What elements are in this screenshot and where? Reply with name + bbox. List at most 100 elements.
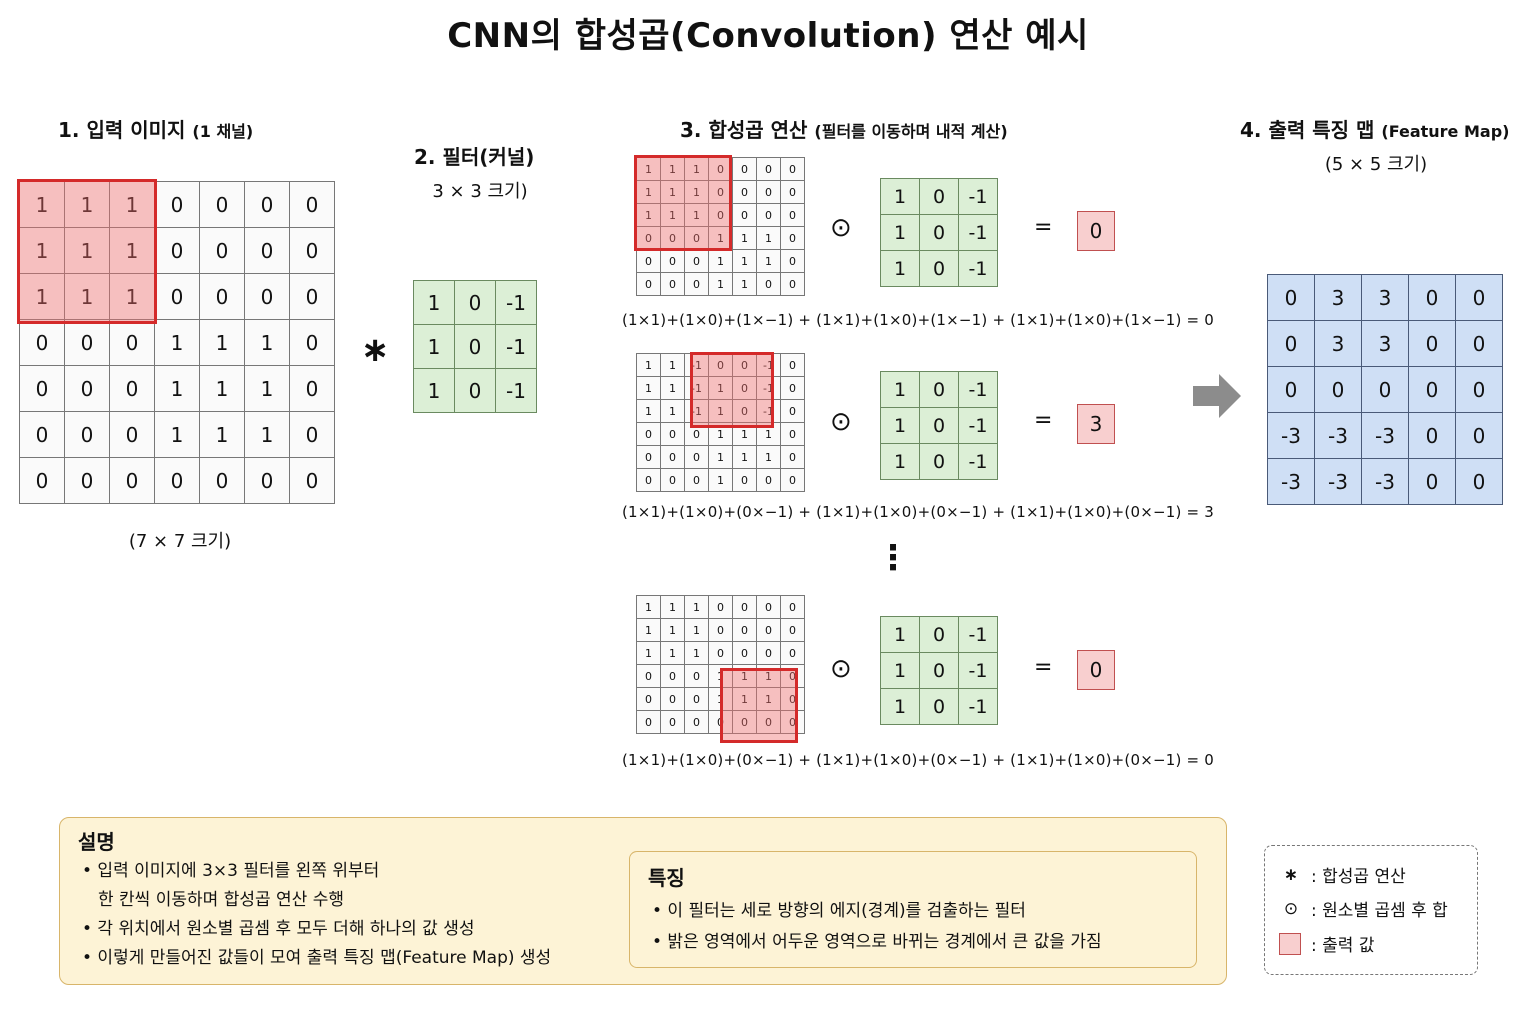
input_grid-cell: 1 bbox=[64, 273, 110, 320]
section4-title: 4. 출력 특징 맵 (Feature Map) bbox=[1240, 114, 1509, 143]
step-grid-cell: 1 bbox=[732, 664, 757, 688]
arrow-right-icon bbox=[1193, 374, 1241, 418]
step-filter-cell: -1 bbox=[958, 652, 998, 689]
step-grid-cell: 1 bbox=[636, 180, 661, 204]
output_grid-cell: -3 bbox=[1361, 458, 1409, 505]
step-filter-cell: 1 bbox=[880, 407, 920, 444]
filter_grid-cell: -1 bbox=[495, 280, 537, 325]
step-filter-cell: 1 bbox=[880, 443, 920, 480]
step-grid-cell: 0 bbox=[660, 710, 685, 734]
features-line-2: • 밝은 영역에서 어두운 영역으로 바뀌는 경계에서 큰 값을 가짐 bbox=[652, 932, 1102, 952]
output_grid-cell: 0 bbox=[1408, 320, 1456, 367]
section1-title-text: 1. 입력 이미지 bbox=[58, 118, 186, 142]
step-grid-cell: 1 bbox=[756, 445, 781, 469]
step-grid-cell: 1 bbox=[684, 180, 709, 204]
step-grid-cell: 1 bbox=[708, 468, 733, 492]
step-grid-cell: 0 bbox=[780, 399, 805, 423]
explanation-line-2: 한 칸씩 이동하며 합성곱 연산 수행 bbox=[98, 890, 344, 910]
step-grid-cell: 0 bbox=[780, 710, 805, 734]
input_grid-cell: 0 bbox=[64, 319, 110, 366]
step-grid-cell: 1 bbox=[684, 595, 709, 619]
step-grid-cell: 1 bbox=[708, 664, 733, 688]
step-grid-cell: 1 bbox=[708, 687, 733, 711]
step-grid-cell: 0 bbox=[708, 618, 733, 642]
step-filter-cell: 0 bbox=[919, 688, 959, 725]
step-grid-cell: 1 bbox=[756, 664, 781, 688]
section3-title: 3. 합성곱 연산 (필터를 이동하며 내적 계산) bbox=[680, 114, 1008, 143]
step-grid-cell: 0 bbox=[780, 595, 805, 619]
filter_grid-cell: 0 bbox=[454, 368, 496, 413]
input_grid-cell: 0 bbox=[199, 457, 245, 504]
step-grid-cell: 0 bbox=[708, 353, 733, 377]
input_grid-cell: 0 bbox=[199, 273, 245, 320]
output_grid-cell: 0 bbox=[1408, 458, 1456, 505]
step-grid-cell: 0 bbox=[780, 687, 805, 711]
step-grid-cell: 0 bbox=[684, 422, 709, 446]
section2-title: 2. 필터(커널) bbox=[414, 145, 535, 169]
input_grid-cell: 0 bbox=[289, 365, 335, 412]
step-filter-cell: -1 bbox=[958, 250, 998, 287]
explanation-line-4: • 이렇게 만들어진 값들이 모여 출력 특징 맵(Feature Map) 생… bbox=[82, 948, 552, 968]
step-grid-cell: 0 bbox=[684, 710, 709, 734]
output_grid-cell: 0 bbox=[1455, 320, 1503, 367]
output_grid-cell: 3 bbox=[1361, 274, 1409, 321]
filter_grid-cell: 1 bbox=[413, 368, 455, 413]
step-filter-cell: 0 bbox=[919, 407, 959, 444]
section1-subtitle: (1 채널) bbox=[192, 122, 254, 141]
step-grid-cell: 0 bbox=[636, 687, 661, 711]
step-grid-cell: 1 bbox=[708, 249, 733, 273]
legend-output-label: : 출력 값 bbox=[1311, 936, 1375, 956]
step-grid-cell: 0 bbox=[636, 272, 661, 296]
step-grid-cell: 1 bbox=[660, 595, 685, 619]
step-grid-cell: 0 bbox=[660, 468, 685, 492]
step-filter-cell: 0 bbox=[919, 250, 959, 287]
step-grid-cell: 1 bbox=[636, 641, 661, 665]
step-grid-cell: 0 bbox=[684, 468, 709, 492]
step-grid-cell: 1 bbox=[684, 157, 709, 181]
input_grid-cell: 0 bbox=[289, 227, 335, 274]
step-grid-cell: 0 bbox=[732, 595, 757, 619]
step-filter-cell: -1 bbox=[958, 371, 998, 408]
output-size-caption: (5 × 5 크기) bbox=[1324, 154, 1428, 175]
step-grid-cell: 0 bbox=[684, 664, 709, 688]
step-grid-cell: 0 bbox=[660, 422, 685, 446]
output_grid-cell: 0 bbox=[1408, 274, 1456, 321]
input_grid-cell: 0 bbox=[244, 273, 290, 320]
filter_grid-cell: 0 bbox=[454, 324, 496, 369]
input_grid-cell: 0 bbox=[154, 227, 200, 274]
output_grid-cell: -3 bbox=[1314, 412, 1362, 459]
input_grid-cell: 1 bbox=[19, 273, 65, 320]
input_grid-cell: 0 bbox=[289, 457, 335, 504]
step-grid-cell: 1 bbox=[708, 272, 733, 296]
step-grid-cell: 0 bbox=[732, 376, 757, 400]
step-grid-cell: 1 bbox=[756, 226, 781, 250]
input_grid-cell: 0 bbox=[19, 319, 65, 366]
output_grid-cell: 0 bbox=[1267, 274, 1315, 321]
legend-output-swatch bbox=[1279, 932, 1301, 955]
step-grid-cell: 1 bbox=[732, 445, 757, 469]
step-filter-cell: 0 bbox=[919, 178, 959, 215]
legend-convolution-label: : 합성곱 연산 bbox=[1311, 867, 1406, 887]
step-grid-cell: 1 bbox=[756, 687, 781, 711]
step-grid-cell: 0 bbox=[732, 203, 757, 227]
explanation-panel: 설명 • 입력 이미지에 3×3 필터를 왼쪽 위부터 한 칸씩 이동하며 합성… bbox=[59, 817, 1227, 985]
input_grid-cell: 0 bbox=[64, 411, 110, 458]
step-filter-cell: 1 bbox=[880, 688, 920, 725]
step-grid-cell: 0 bbox=[684, 226, 709, 250]
step-grid-cell: 0 bbox=[636, 664, 661, 688]
step-filter-cell: -1 bbox=[958, 407, 998, 444]
step-grid-cell: 1 bbox=[708, 445, 733, 469]
step-grid-cell: 0 bbox=[756, 272, 781, 296]
step-grid-cell: 1 bbox=[636, 353, 661, 377]
output_grid-cell: -3 bbox=[1267, 458, 1315, 505]
step-grid-cell: 0 bbox=[660, 664, 685, 688]
input_grid-cell: 0 bbox=[154, 273, 200, 320]
step-grid-cell: 0 bbox=[756, 641, 781, 665]
step-grid-cell: 1 bbox=[708, 376, 733, 400]
step3-equals-sign: = bbox=[1034, 655, 1053, 680]
input_grid-cell: 0 bbox=[289, 273, 335, 320]
input_grid-cell: 1 bbox=[199, 319, 245, 366]
step-grid-cell: 1 bbox=[660, 353, 685, 377]
